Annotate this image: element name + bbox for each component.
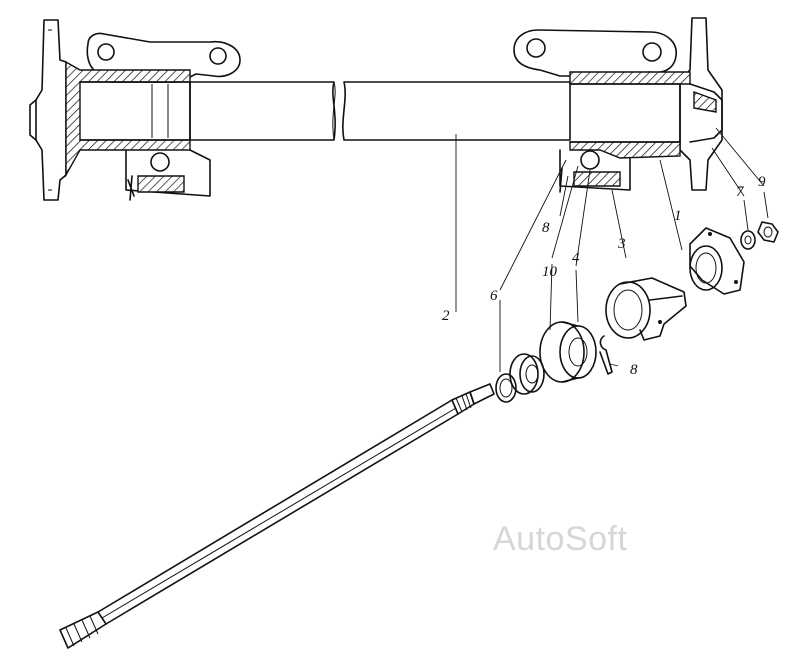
leader-lines <box>455 127 769 372</box>
nut-part <box>757 221 779 243</box>
splined-shaft-part <box>59 383 495 649</box>
callout-10: 10 <box>542 264 558 280</box>
callout-2: 2 <box>442 308 450 324</box>
callout-8-upper: 8 <box>542 220 550 236</box>
callout-7: 7 <box>736 184 745 200</box>
callout-labels: 1 2 3 4 6 7 8 8 9 10 <box>442 174 766 378</box>
clamp-lever-part <box>605 277 687 341</box>
callout-8-lower: 8 <box>630 362 638 378</box>
bearing-housing-part <box>539 321 597 383</box>
ball-bearing-part <box>509 353 545 395</box>
right-housing <box>513 17 723 193</box>
callout-6: 6 <box>490 288 498 304</box>
callout-1: 1 <box>674 208 682 224</box>
callout-9: 9 <box>758 174 766 190</box>
flange-hub-part <box>689 227 745 295</box>
axle-tube <box>189 81 571 141</box>
callout-4: 4 <box>572 250 580 266</box>
washer-part <box>740 230 756 250</box>
left-housing <box>29 19 241 201</box>
watermark-text: AutoSoft <box>493 520 628 558</box>
cotter-pin-part <box>599 335 613 375</box>
snap-ring-part <box>495 373 517 403</box>
callout-3: 3 <box>617 236 626 252</box>
